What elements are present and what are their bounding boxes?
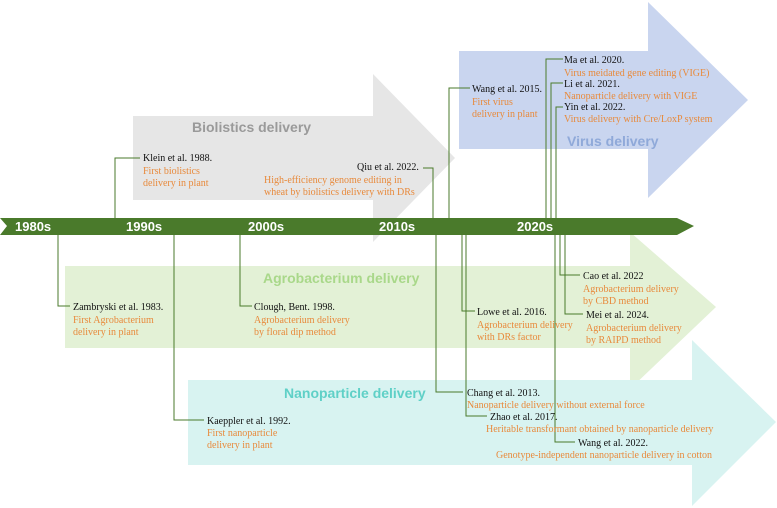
biolistics-band-arrow [133,74,455,242]
event-qiu-note-1: High-efficiency genome editing in [264,175,402,186]
event-cao-note-1: Agrobacterium delivery [583,284,679,295]
event-wang2022-ref: Wang et al. 2022. [578,438,649,449]
connector-yin [555,106,563,218]
nanoparticle-band-arrow [188,340,776,506]
nanoparticle-band-title: Nanoparticle delivery [284,385,426,401]
event-lowe-ref: Lowe et al. 2016. [477,307,547,318]
event-ma-ref: Ma et al. 2020. [564,55,625,66]
agrobacterium-band-title: Agrobacterium delivery [263,270,420,286]
connector-zambryski [57,235,70,307]
event-cao-ref: Cao et al. 2022 [583,271,644,282]
event-yin-note-1: Virus delivery with Cre/LoxP system [564,114,713,125]
event-li-note-1: Nanoparticle delivery with VIGE [564,91,698,102]
connector-zhao [465,235,487,417]
event-li-ref: Li et al. 2021. [564,79,620,90]
connector-wang2015 [448,87,470,218]
event-klein-ref: Klein et al. 1988. [143,153,213,164]
connector-chang [435,235,463,393]
event-mei-note-2: by RAIPD method [586,335,661,346]
event-chang-ref: Chang et al. 2013. [467,388,541,399]
connector-kaeppler [173,235,204,421]
connector-ma [545,58,563,218]
connector-lines [57,58,583,443]
event-mei-note-1: Agrobacterium delivery [586,323,682,334]
decade-label-1990s: 1990s [126,219,163,234]
agrobacterium-band-arrow [65,232,716,389]
event-cao-note-2: by CBD method [583,296,649,307]
decade-label-2000s: 2000s [248,219,285,234]
event-yin-ref: Yin et al. 2022. [564,102,626,113]
event-mei-ref: Mei et al. 2024. [586,310,650,321]
event-clough-note-1: Agrobacterium delivery [254,315,350,326]
event-wang2015-ref: Wang et al. 2015. [472,84,543,95]
event-klein-note-2: delivery in plant [143,178,209,189]
connector-lowe [461,235,475,312]
event-wang2015-note-2: delivery in plant [472,109,538,120]
timeline-arrow [0,218,694,235]
biolistics-band-title: Biolistics delivery [192,119,312,135]
event-zhao-note-1: Heritable transformant obtained by nanop… [486,424,714,435]
connector-wang2022 [554,235,575,443]
event-zambryski-note-2: delivery in plant [73,327,139,338]
event-zambryski-ref: Zambryski et al. 1983. [73,302,164,313]
virus-band-title: Virus delivery [567,133,659,149]
decade-label-1980s: 1980s [15,219,52,234]
event-kaeppler-note-2: delivery in plant [207,440,273,451]
event-zambryski-note-1: First Agrobacterium [73,315,154,326]
decade-label-2010s: 2010s [379,219,416,234]
event-zhao-ref: Zhao et al. 2017. [490,412,558,423]
event-qiu-ref: Qiu et al. 2022. [357,162,419,173]
event-wang2022-note-1: Genotype-independent nanoparticle delive… [496,450,713,461]
connector-li [550,82,563,218]
decade-label-2020s: 2020s [517,219,554,234]
connector-cao [559,235,580,276]
event-qiu-note-2: wheat by biolistics delivery with DRs [264,187,415,198]
event-chang-note-1: Nanoparticle delivery without external f… [467,400,645,411]
event-kaeppler-note-1: First nanoparticle [207,428,278,439]
virus-band-arrow [459,2,748,198]
event-kaeppler-ref: Kaeppler et al. 1992. [207,416,291,427]
event-ma-note-1: Virus meidated gene editing (VIGE) [564,68,710,79]
event-clough-note-2: by floral dip method [254,327,336,338]
connector-qiu [423,167,434,235]
event-wang2015-note-1: First virus [472,97,513,108]
event-lowe-note-2: with DRs factor [477,332,541,343]
connector-klein [114,157,140,218]
connector-clough [239,235,252,307]
event-lowe-note-1: Agrobacterium delivery [477,320,573,331]
event-clough-ref: Clough, Bent. 1998. [254,302,335,313]
event-klein-note-1: First biolistics [143,166,200,177]
connector-mei [564,235,583,315]
